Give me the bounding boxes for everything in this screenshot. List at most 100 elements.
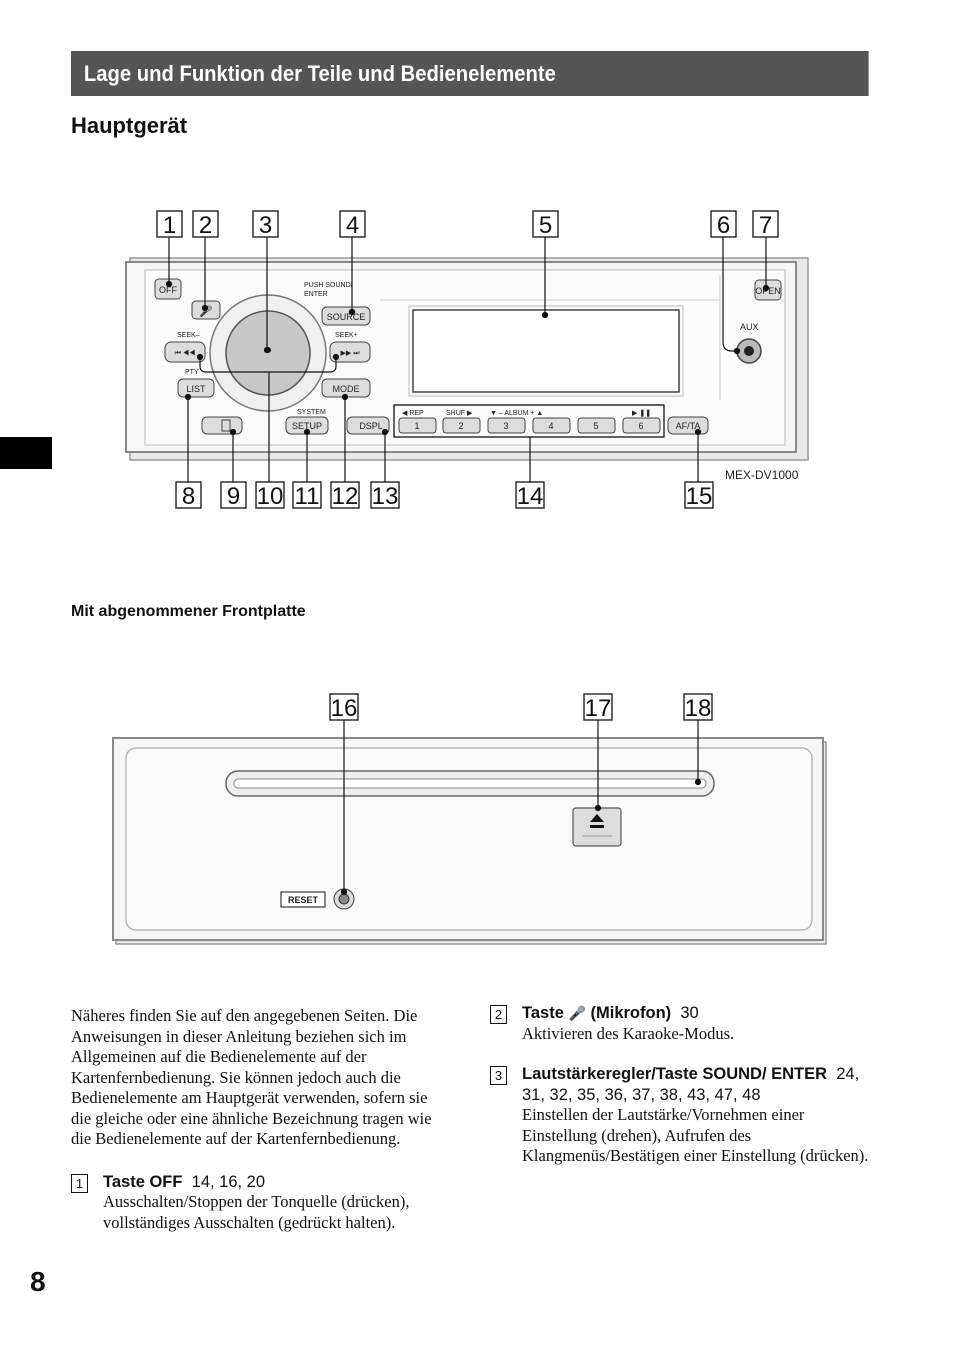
svg-text:SYSTEM: SYSTEM xyxy=(297,409,326,416)
item-2-title-prefix: Taste xyxy=(522,1004,564,1022)
svg-text:▶ ❚❚: ▶ ❚❚ xyxy=(632,409,651,417)
item-3-head: Lautstärkeregler/Taste SOUND/ ENTER 24, … xyxy=(522,1064,870,1105)
dspl-button[interactable]: DSPL xyxy=(346,416,390,435)
callout-15: 15 xyxy=(684,481,714,510)
svg-text:⏮ ◀◀: ⏮ ◀◀ xyxy=(175,349,196,357)
item-2-pages: 30 xyxy=(680,1004,699,1022)
item-1-head: Taste OFF 14, 16, 20 xyxy=(103,1172,451,1193)
svg-text:6: 6 xyxy=(638,421,643,431)
preset-strip: ◀ REP SHUF ▶ ▼ – ALBUM + ▲ ▶ ❚❚ 1 2 3 4 … xyxy=(393,404,665,438)
source-button[interactable]: SOURCE xyxy=(321,306,371,326)
volume-knob[interactable] xyxy=(209,294,327,412)
callout-13: 13 xyxy=(370,481,400,510)
disc-slot[interactable] xyxy=(225,770,715,797)
svg-text:OFF: OFF xyxy=(159,285,177,295)
release-icon xyxy=(221,419,231,432)
microphone-icon: 🎤 xyxy=(568,1005,586,1021)
af-ta-button[interactable]: AF/TA xyxy=(667,416,709,435)
display-window xyxy=(412,309,680,393)
svg-text:3: 3 xyxy=(259,212,272,239)
preset-5[interactable]: 5 xyxy=(577,417,616,434)
callout-8: 8 xyxy=(175,481,202,510)
item-2-head: Taste 🎤 (Mikrofon) 30 xyxy=(522,1003,870,1024)
callout-7: 7 xyxy=(752,210,779,239)
seek-plus-button[interactable]: ▶▶ ⏭ xyxy=(329,341,371,363)
preset-1[interactable]: 1 xyxy=(398,417,437,434)
item-3-pages: 24, 31, 32, 35, 36, 37, 38, 43, 47, 48 xyxy=(522,1065,860,1104)
leader-lines-detached xyxy=(340,720,702,896)
item-3-description: Einstellen der Lautstärke/Vornehmen eine… xyxy=(522,1105,869,1165)
preset-2[interactable]: 2 xyxy=(442,417,481,434)
svg-text:SHUF ▶: SHUF ▶ xyxy=(446,410,473,417)
svg-text:AUX: AUX xyxy=(740,322,759,332)
svg-text:16: 16 xyxy=(331,695,358,722)
svg-text:RESET: RESET xyxy=(288,895,319,905)
svg-text:▶▶ ⏭: ▶▶ ⏭ xyxy=(340,350,360,357)
svg-text:1: 1 xyxy=(414,421,419,431)
svg-text:PUSH SOUND/: PUSH SOUND/ xyxy=(304,282,353,289)
section-title: Hauptgerät xyxy=(71,113,188,138)
svg-text:13: 13 xyxy=(372,483,399,510)
item-2-description: Aktivieren des Karaoke-Modus. xyxy=(522,1023,735,1043)
svg-text:DSPL: DSPL xyxy=(359,421,383,431)
item-1-description: Ausschalten/Stoppen der Tonquelle (drück… xyxy=(103,1192,410,1232)
svg-text:LIST: LIST xyxy=(186,384,206,394)
leader-lines-top xyxy=(165,237,770,355)
callout-10: 10 xyxy=(255,481,285,510)
svg-text:18: 18 xyxy=(685,695,712,722)
svg-text:9: 9 xyxy=(227,483,240,510)
svg-text:◀ REP: ◀ REP xyxy=(402,410,424,417)
callout-17: 17 xyxy=(583,693,613,722)
svg-text:12: 12 xyxy=(332,483,359,510)
reset-button[interactable] xyxy=(333,888,355,910)
seek-minus-button[interactable]: ⏮ ◀◀ xyxy=(164,341,206,363)
callout-6: 6 xyxy=(710,210,737,239)
model-label: MEX-DV1000 xyxy=(725,468,799,482)
subsection-title: Mit abgenommener Frontplatte xyxy=(71,603,306,620)
section-banner: Lage und Funktion der Teile und Bedienel… xyxy=(71,51,869,96)
svg-text:ENTER: ENTER xyxy=(304,291,328,298)
aux-jack[interactable] xyxy=(736,338,762,364)
preset-6[interactable]: 6 xyxy=(622,417,661,434)
preset-3[interactable]: 3 xyxy=(487,417,526,434)
chapter-tab xyxy=(0,437,52,469)
svg-text:4: 4 xyxy=(548,421,553,431)
page-number: 8 xyxy=(30,1266,46,1297)
main-unit-diagram: 1 2 3 4 5 6 7 OFF 🎤 PUSH SOUND/ ENTER SO… xyxy=(125,210,809,510)
callouts-top: 1 2 3 4 5 6 7 xyxy=(156,210,779,239)
callout-18: 18 xyxy=(683,693,713,722)
svg-text:10: 10 xyxy=(257,483,284,510)
svg-text:SETUP: SETUP xyxy=(292,421,322,431)
eject-icon xyxy=(590,814,604,828)
eject-button[interactable] xyxy=(572,807,622,847)
item-1-pages: 14, 16, 20 xyxy=(191,1172,266,1191)
svg-text:5: 5 xyxy=(593,421,598,431)
detached-unit-diagram: 16 17 18 RESET xyxy=(112,693,827,945)
svg-text:11: 11 xyxy=(295,483,320,510)
svg-text:2: 2 xyxy=(458,421,463,431)
item-1-title: Taste OFF xyxy=(103,1172,183,1191)
right-column: 2 Taste 🎤 (Mikrofon) 30 Aktivieren des K… xyxy=(490,1003,870,1187)
svg-text:SOURCE: SOURCE xyxy=(327,312,366,322)
callouts-detached: 16 17 18 xyxy=(329,693,713,722)
svg-text:SEEK+: SEEK+ xyxy=(335,332,358,339)
callout-14: 14 xyxy=(515,481,545,510)
item-1: 1 Taste OFF 14, 16, 20 Ausschalten/Stopp… xyxy=(71,1172,451,1234)
item-number-2: 2 xyxy=(490,1005,507,1024)
svg-text:OPEN: OPEN xyxy=(755,286,781,296)
item-2-title-suffix: (Mikrofon) xyxy=(590,1004,672,1022)
svg-text:SEEK–: SEEK– xyxy=(177,332,200,339)
svg-text:AF/TA: AF/TA xyxy=(676,421,701,431)
reset-label: RESET xyxy=(280,891,326,908)
svg-text:1: 1 xyxy=(163,212,176,239)
svg-text:8: 8 xyxy=(182,483,195,510)
callout-2: 2 xyxy=(192,210,219,239)
svg-text:3: 3 xyxy=(503,421,508,431)
callouts-bottom: 8 9 10 11 12 13 14 15 xyxy=(175,481,714,510)
preset-4[interactable]: 4 xyxy=(532,417,571,434)
svg-text:15: 15 xyxy=(686,483,713,510)
svg-text:2: 2 xyxy=(199,212,212,239)
svg-text:4: 4 xyxy=(346,212,359,239)
list-button[interactable]: LIST xyxy=(177,378,215,398)
off-button[interactable]: OFF xyxy=(154,278,182,300)
